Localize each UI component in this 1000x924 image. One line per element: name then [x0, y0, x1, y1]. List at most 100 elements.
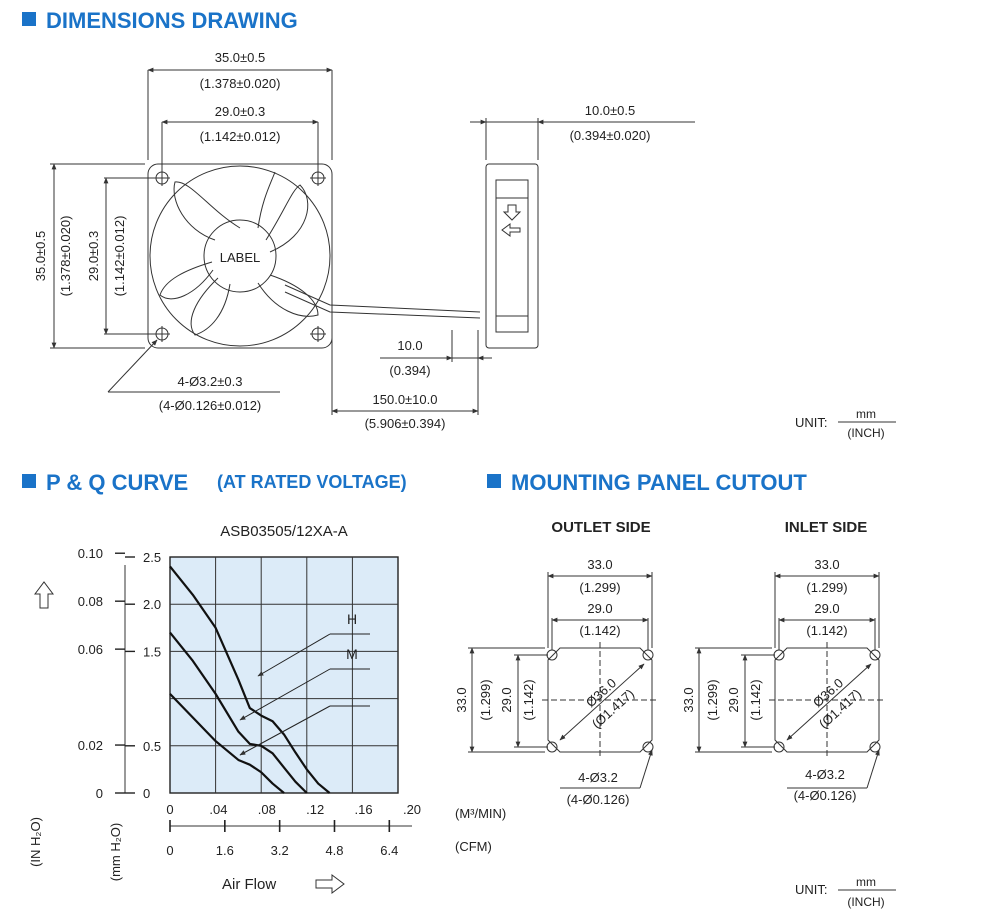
unit-inch: (INCH)	[847, 426, 884, 440]
inlet-height-inner: 29.0	[726, 687, 741, 712]
y-tick-label-in: 0.06	[78, 642, 103, 657]
series-leader	[239, 668, 331, 721]
series-leader	[239, 705, 331, 756]
outlet-width-inner: 29.0	[587, 601, 612, 616]
y-tick-label-mm: 0.5	[143, 739, 161, 754]
y-tick-label-mm: 1.5	[143, 644, 161, 659]
heading-square-icon	[22, 474, 36, 488]
heading-square-icon	[487, 474, 501, 488]
depth-inch: (0.394±0.020)	[570, 128, 651, 143]
fan-side-view	[485, 163, 539, 349]
outlet-holes: 4-Ø3.2	[578, 770, 618, 785]
outlet-width-outer: 33.0	[587, 557, 612, 572]
x-ticks-cfm: 0 1.6 3.2 4.8 6.4	[166, 820, 398, 858]
x-tick-label-m3: 0	[166, 802, 173, 817]
mounting-heading: MOUNTING PANEL CUTOUT	[511, 470, 807, 495]
dimensions-heading: DIMENSIONS DRAWING	[46, 8, 298, 33]
height-outer-inch: (1.378±0.020)	[58, 216, 73, 297]
width-inner-inch: (1.142±0.012)	[200, 129, 281, 144]
y-ticks-in: 0 0.02 0.06 0.08 0.10	[78, 546, 125, 801]
x-tick-label-m3: .16	[355, 802, 373, 817]
y-ticks-mm: 0 0.5 1.5 2.0 2.5	[125, 550, 161, 801]
unit-label: UNIT:	[795, 415, 828, 430]
y-tick-label-mm: 2.0	[143, 597, 161, 612]
series-line-H	[169, 565, 331, 794]
unit-mm: mm	[856, 407, 876, 421]
outlet-height-inner: 29.0	[499, 687, 514, 712]
outlet-height-outer-inch: (1.299)	[478, 679, 493, 720]
inlet-width-inner: 29.0	[814, 601, 839, 616]
inlet-cutout	[695, 572, 885, 789]
inlet-width-inner-inch: (1.142)	[806, 623, 847, 638]
y-unit-inh2o: (IN H₂O)	[28, 817, 43, 867]
chart-series-group	[169, 565, 331, 794]
lead-inch: (5.906±0.394)	[365, 416, 446, 431]
outlet-height-outer: 33.0	[454, 687, 469, 712]
height-inner-dim: 29.0±0.3	[86, 231, 101, 282]
x-tick-label-m3: .12	[306, 802, 324, 817]
y-tick-label-in: 0.10	[78, 546, 103, 561]
series-line-L2	[169, 693, 285, 794]
chart-title: ASB03505/12XA-A	[220, 523, 348, 540]
fan-label-text: LABEL	[220, 250, 260, 265]
pq-subheading: (AT RATED VOLTAGE)	[217, 472, 407, 492]
series-labels: HM	[239, 611, 370, 756]
height-inner-inch: (1.142±0.012)	[112, 216, 127, 297]
unit-inch-2: (INCH)	[847, 895, 884, 909]
outlet-height-inner-inch: (1.142)	[521, 679, 536, 720]
inlet-holes: 4-Ø3.2	[805, 767, 845, 782]
unit-mm-2: mm	[856, 875, 876, 889]
series-label: M	[346, 646, 358, 662]
holes-dim: 4-Ø3.2±0.3	[178, 374, 243, 389]
y-tick-label-mm: 0	[143, 786, 150, 801]
inlet-width-outer: 33.0	[814, 557, 839, 572]
width-outer-dim: 35.0±0.5	[215, 50, 266, 65]
y-tick-label-in: 0	[96, 786, 103, 801]
y-unit-mmh2o: (mm H₂O)	[108, 823, 123, 881]
series-line-M	[169, 631, 308, 794]
chart-plot-area	[169, 556, 399, 794]
x-tick-label-m3: .08	[258, 802, 276, 817]
pq-heading: P & Q CURVE	[46, 470, 188, 495]
outlet-width-outer-inch: (1.299)	[579, 580, 620, 595]
series-label: H	[347, 611, 357, 627]
fan-front-view	[147, 163, 481, 349]
inlet-height-inner-inch: (1.142)	[748, 679, 763, 720]
airflow-down-arrow-icon	[502, 204, 522, 221]
outlet-cutout	[468, 572, 658, 789]
outlet-side-title: OUTLET SIDE	[551, 519, 650, 536]
depth-dim: 10.0±0.5	[585, 103, 636, 118]
outlet-width-inner-inch: (1.142)	[579, 623, 620, 638]
x-ticks-m3: 0 .04 .08 .12 .16 .20	[166, 802, 421, 817]
x-unit-cfm: (CFM)	[455, 839, 492, 854]
y-tick-label-mm: 2.5	[143, 550, 161, 565]
height-outer-dim: 35.0±0.5	[33, 231, 48, 282]
rotation-left-arrow-icon	[501, 223, 521, 237]
x-tick-label-cfm: 3.2	[271, 843, 289, 858]
strip-dim: 10.0	[397, 338, 422, 353]
width-outer-inch: (1.378±0.020)	[200, 76, 281, 91]
unit-label-2: UNIT:	[795, 882, 828, 897]
inlet-holes-inch: (4-Ø0.126)	[794, 788, 857, 803]
x-tick-label-cfm: 1.6	[216, 843, 234, 858]
x-tick-label-m3: .20	[403, 802, 421, 817]
inlet-height-outer: 33.0	[681, 687, 696, 712]
lead-dim: 150.0±10.0	[373, 392, 438, 407]
y-tick-label-in: 0.08	[78, 594, 103, 609]
x-tick-label-cfm: 6.4	[380, 843, 398, 858]
pressure-up-arrow-icon	[34, 581, 54, 609]
x-tick-label-cfm: 0	[166, 843, 173, 858]
y-tick-label-in: 0.02	[78, 738, 103, 753]
x-tick-label-cfm: 4.8	[325, 843, 343, 858]
heading-square-icon	[22, 12, 36, 26]
inlet-side-title: INLET SIDE	[785, 519, 868, 536]
x-unit-m3: (M³/MIN)	[455, 806, 506, 821]
inlet-width-outer-inch: (1.299)	[806, 580, 847, 595]
inlet-height-outer-inch: (1.299)	[705, 679, 720, 720]
strip-inch: (0.394)	[389, 363, 430, 378]
series-leader	[257, 633, 331, 677]
outlet-holes-inch: (4-Ø0.126)	[567, 792, 630, 807]
holes-inch: (4-Ø0.126±0.012)	[159, 398, 262, 413]
x-tick-label-m3: .04	[209, 802, 227, 817]
